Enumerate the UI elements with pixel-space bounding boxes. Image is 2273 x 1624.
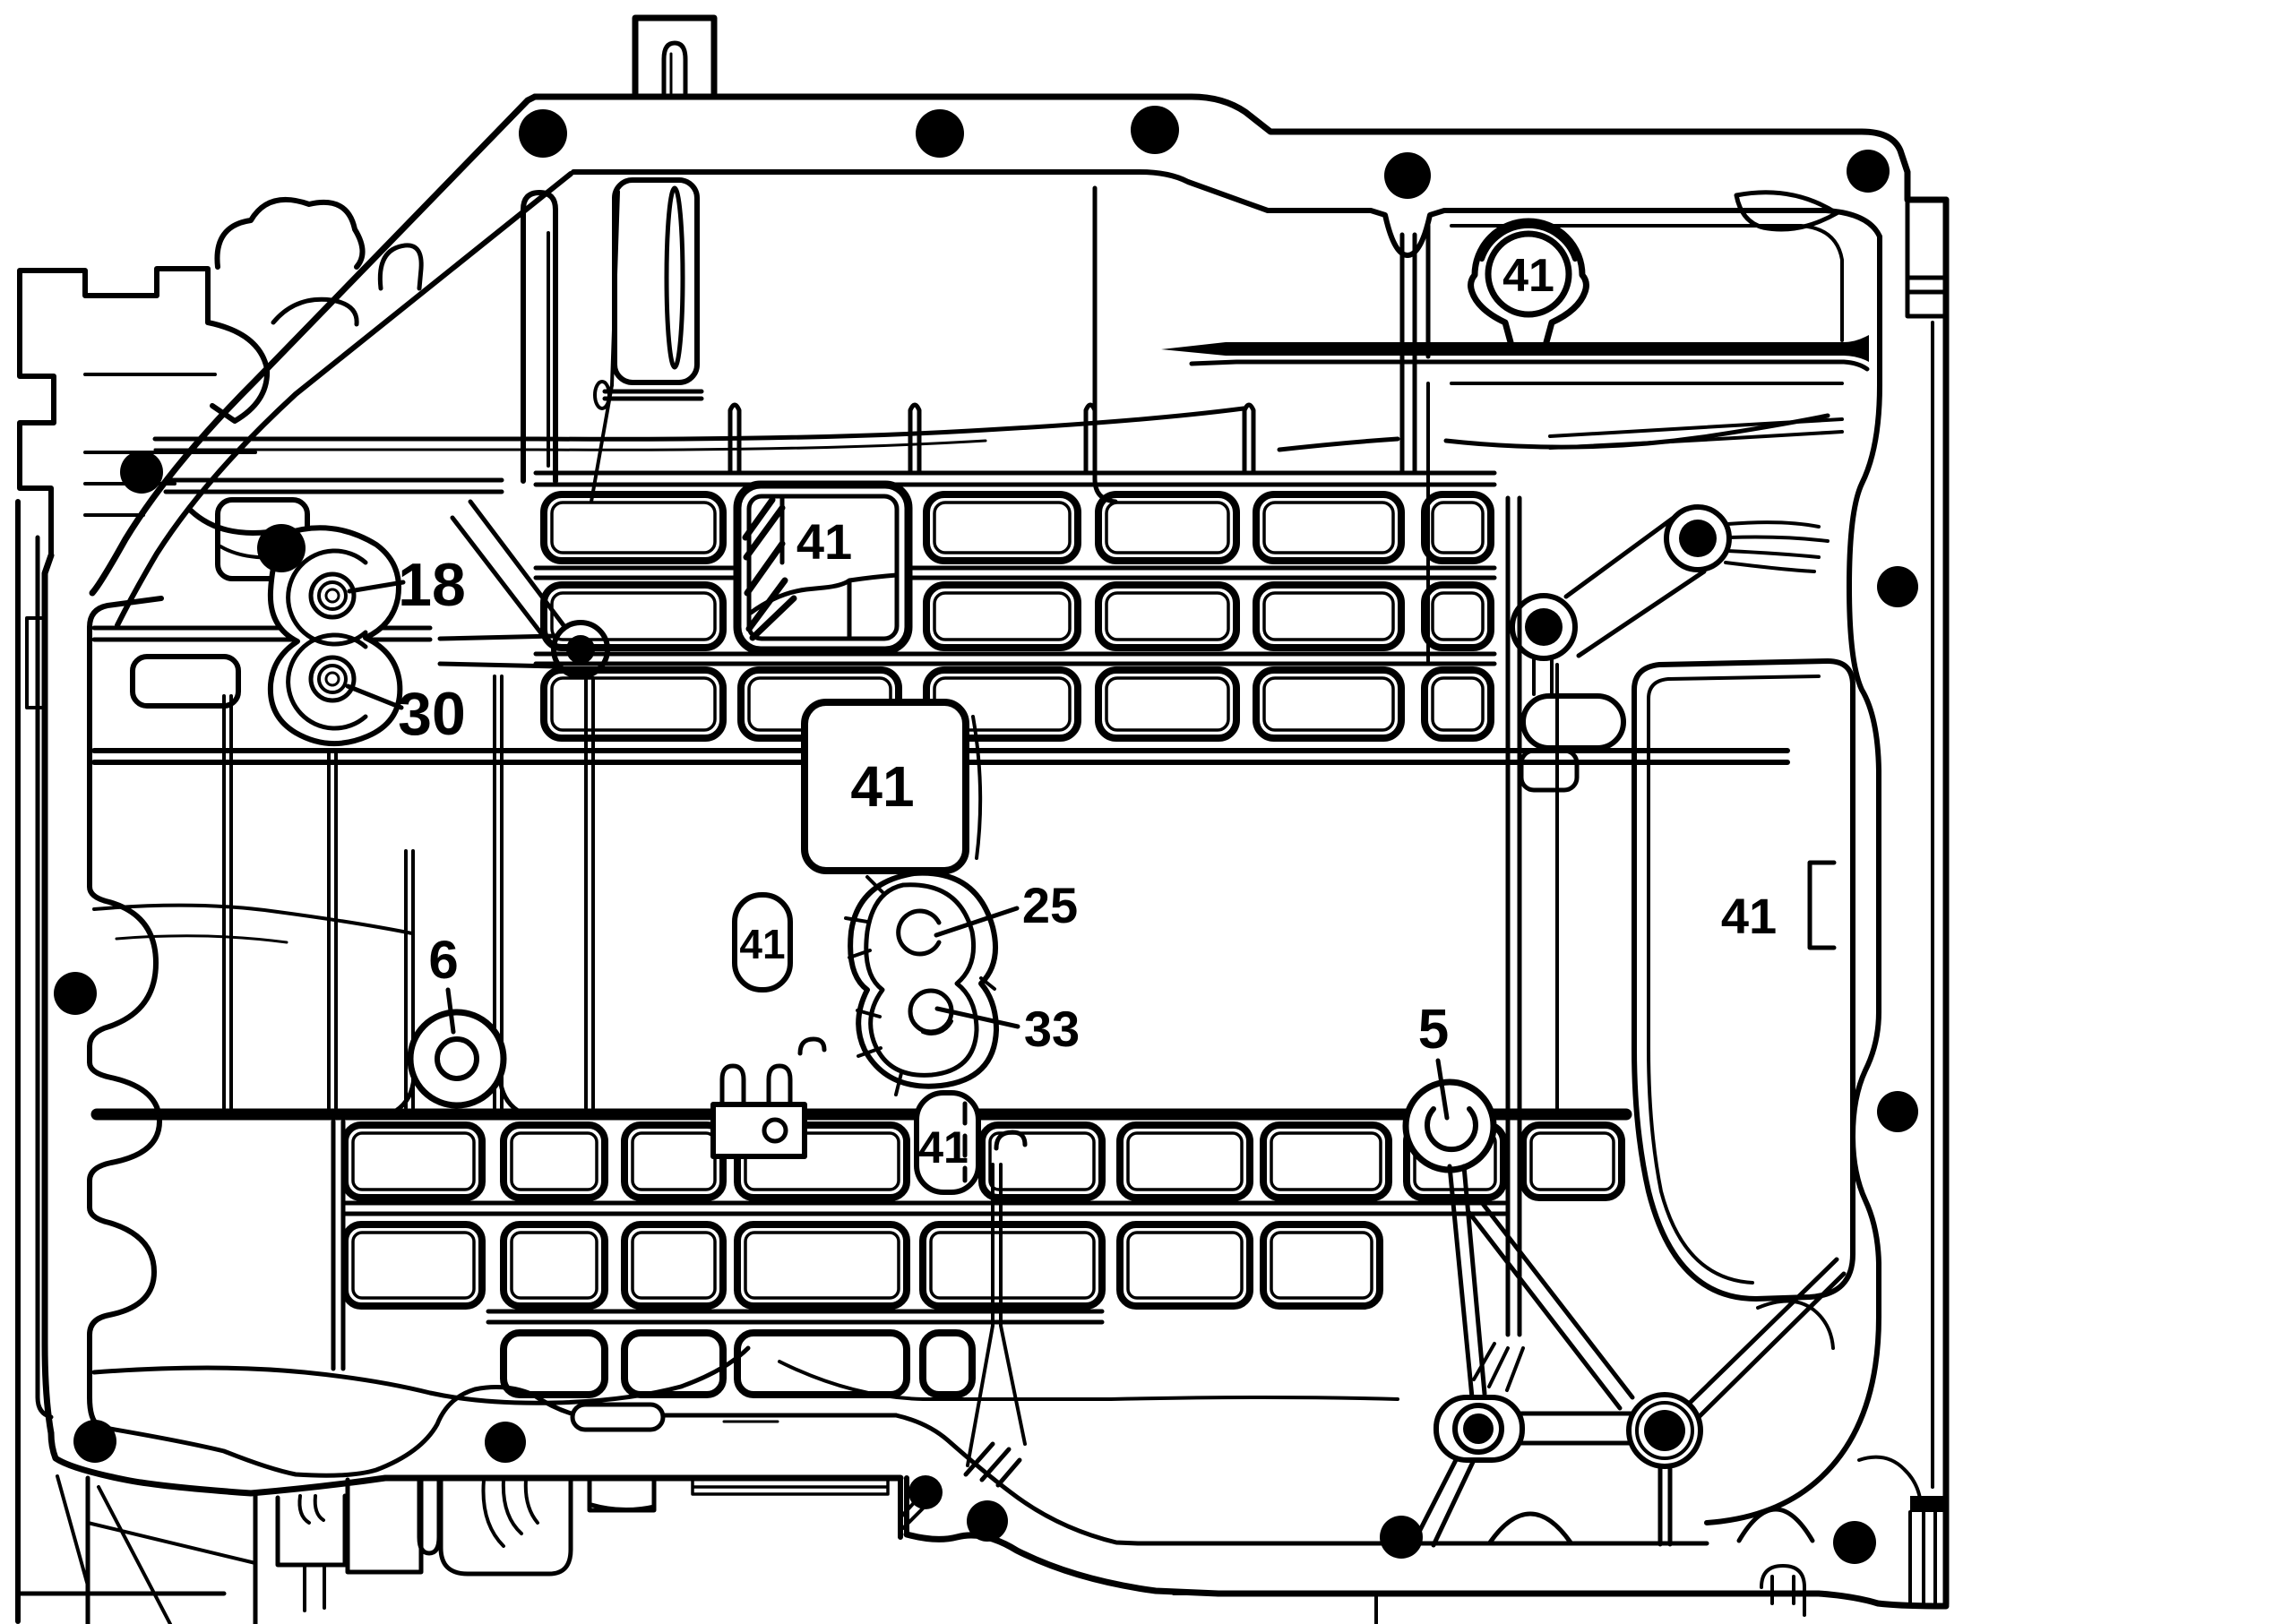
svg-text:33: 33 — [1024, 1001, 1080, 1057]
svg-text:41: 41 — [739, 921, 785, 967]
svg-text:6: 6 — [428, 930, 458, 990]
svg-text:18: 18 — [398, 551, 466, 619]
svg-text:30: 30 — [398, 680, 466, 748]
svg-text:41: 41 — [918, 1122, 969, 1173]
svg-text:41: 41 — [1502, 250, 1554, 302]
svg-text:41: 41 — [850, 754, 914, 819]
svg-text:5: 5 — [1418, 999, 1449, 1061]
svg-text:41: 41 — [796, 513, 852, 570]
svg-text:25: 25 — [1022, 877, 1078, 933]
svg-text:41: 41 — [1721, 888, 1777, 944]
